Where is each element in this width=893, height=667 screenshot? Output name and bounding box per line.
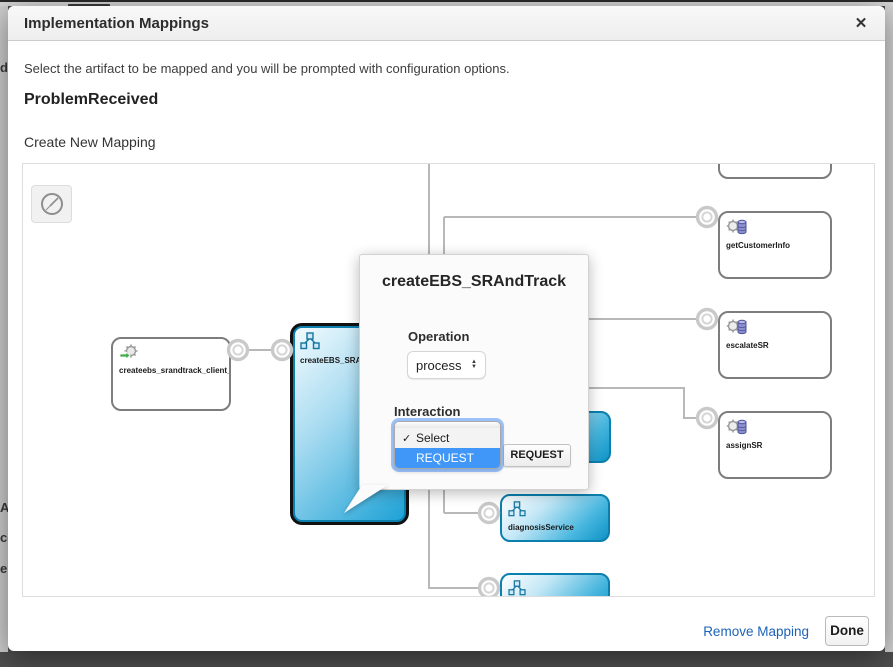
dialog-title: Implementation Mappings xyxy=(24,14,210,32)
operation-label: Operation xyxy=(408,329,470,344)
node-partial-top[interactable] xyxy=(718,164,832,179)
implementation-mappings-dialog: Implementation Mappings ✕ Select the art… xyxy=(8,6,885,651)
page-title: ProblemReceived xyxy=(24,91,159,108)
dropdown-option-request[interactable]: REQUEST xyxy=(395,448,500,468)
connection-port-icon xyxy=(226,205,719,596)
bpel-process-icon xyxy=(508,580,526,596)
reference-db-icon xyxy=(726,319,747,335)
page-behind-right xyxy=(885,6,893,652)
node-label: createEBS_SRAndTrack xyxy=(300,356,393,365)
bpel-process-icon xyxy=(300,332,320,350)
clipped-page-text: d xyxy=(0,60,8,75)
node-label: diagnosisService xyxy=(508,523,574,532)
interaction-dropdown-open: ✓ Select REQUEST xyxy=(394,421,501,469)
node-assignSR[interactable]: assignSR xyxy=(718,411,832,479)
dropdown-option-label: REQUEST xyxy=(416,451,475,465)
node-partial-bottom[interactable] xyxy=(500,573,610,596)
clipped-page-text: An xyxy=(0,500,8,515)
page-behind-top xyxy=(0,0,893,6)
bpel-process-icon xyxy=(508,501,526,517)
operation-select[interactable]: process ▲▼ xyxy=(407,351,486,379)
interaction-label: Interaction xyxy=(394,404,461,419)
page-behind-left: d An ce e xyxy=(0,6,8,652)
reference-db-icon xyxy=(726,419,747,435)
node-escalateSR[interactable]: escalateSR xyxy=(718,311,832,379)
pan-tool-button[interactable] xyxy=(31,185,72,223)
clipped-page-text: e xyxy=(0,561,8,576)
node-client-endpoint[interactable]: createebs_srandtrack_client_ep xyxy=(111,337,231,411)
node-label: getCustomerInfo xyxy=(726,241,790,250)
node-label: escalateSR xyxy=(726,341,769,350)
mapping-config-popup: createEBS_SRAndTrack Operation process ▲… xyxy=(344,254,589,513)
stepper-arrows-icon: ▲▼ xyxy=(471,359,477,370)
webservice-gear-icon xyxy=(119,344,138,360)
popup-title: createEBS_SRAndTrack xyxy=(381,273,567,290)
dropdown-option-select[interactable]: ✓ Select xyxy=(395,428,500,448)
compass-icon xyxy=(40,193,63,215)
dropdown-option-label: Select xyxy=(416,431,450,445)
popup-tail xyxy=(344,485,388,513)
node-label: assignSR xyxy=(726,441,763,450)
request-button[interactable]: REQUEST xyxy=(503,444,571,467)
reference-db-icon xyxy=(726,219,747,235)
dropdown-cap xyxy=(395,422,500,428)
node-diagnosisService[interactable]: diagnosisService xyxy=(500,494,610,542)
operation-select-value: process xyxy=(416,357,462,373)
node-label: createebs_srandtrack_client_ep xyxy=(119,366,231,375)
clipped-page-text: ce xyxy=(0,530,8,545)
clipped-page-text xyxy=(68,4,110,6)
remove-mapping-link[interactable]: Remove Mapping xyxy=(703,624,809,639)
close-icon[interactable]: ✕ xyxy=(854,15,868,32)
check-icon: ✓ xyxy=(402,432,412,445)
create-new-mapping-label: Create New Mapping xyxy=(24,134,156,150)
dialog-instruction: Select the artifact to be mapped and you… xyxy=(24,61,510,76)
dialog-header: Implementation Mappings xyxy=(8,6,885,41)
done-button[interactable]: Done xyxy=(825,616,869,646)
composite-diagram-canvas[interactable]: createebs_srandtrack_client_ep createEBS… xyxy=(22,163,875,597)
node-getCustomerInfo[interactable]: getCustomerInfo xyxy=(718,211,832,279)
port-layer xyxy=(226,205,719,596)
